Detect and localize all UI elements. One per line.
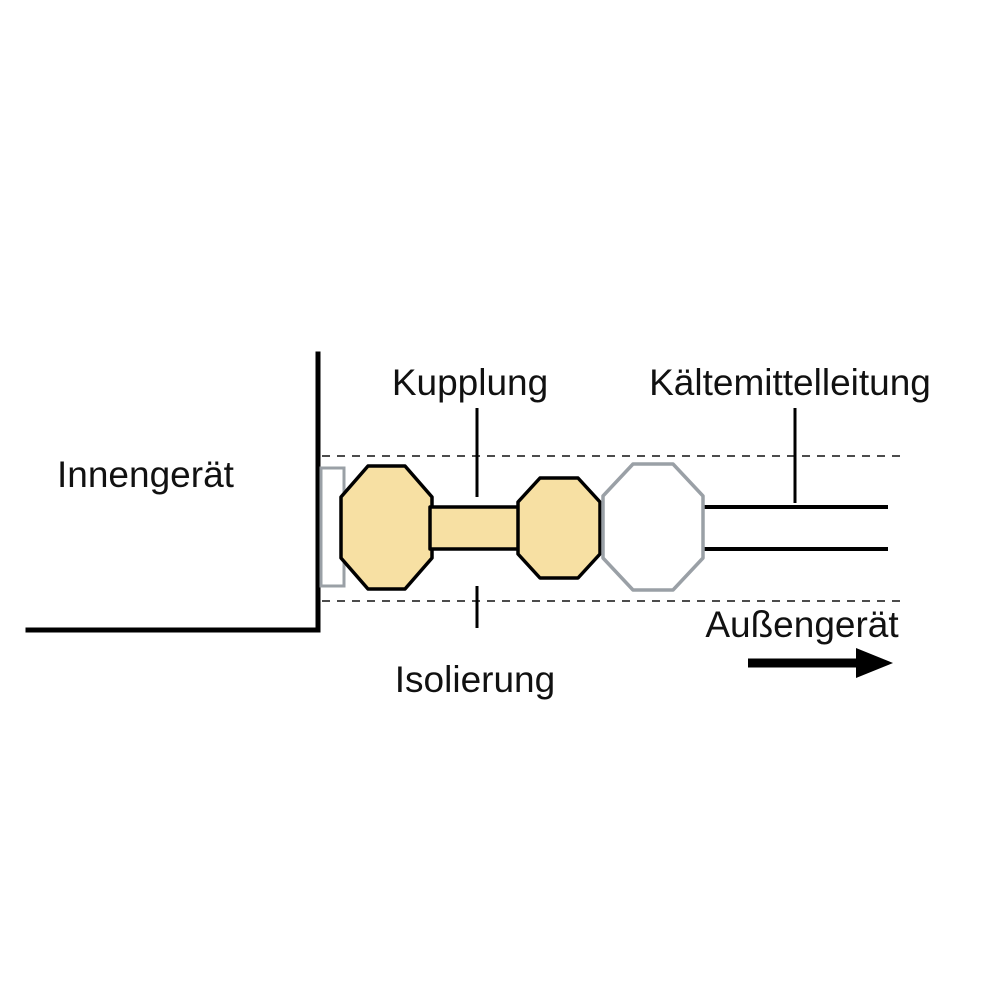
- coupling-flare-nut-right: [516, 476, 602, 580]
- refrigerant-line-union-nut: [601, 462, 705, 592]
- outdoor-unit-label: Außengerät: [705, 604, 899, 645]
- indoor-unit-label: Innengerät: [57, 454, 235, 495]
- coupling-flare-nut-left: [339, 464, 434, 591]
- insulation-label: Isolierung: [395, 659, 555, 700]
- coupling-label: Kupplung: [392, 362, 548, 403]
- coupling-body-pipe: [428, 505, 524, 551]
- outdoor-direction-arrow-head: [856, 648, 893, 678]
- indoor-unit-wall-line: [25, 351, 321, 633]
- refrigerant-line-label: Kältemittelleitung: [649, 362, 931, 403]
